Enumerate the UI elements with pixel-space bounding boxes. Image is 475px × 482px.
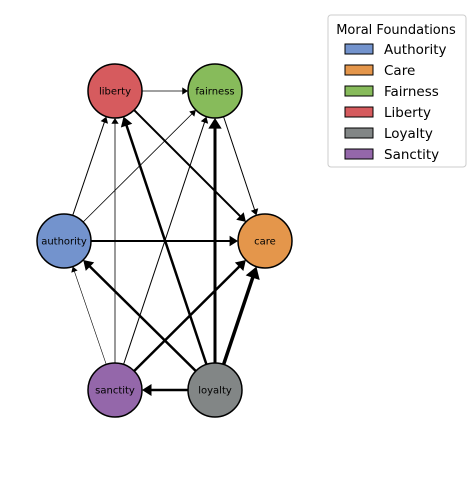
legend-label-sanctity: Sanctity — [384, 147, 439, 163]
node-loyalty: loyalty — [187, 362, 243, 418]
node-loyalty-circle — [187, 362, 243, 418]
node-care-label: care — [254, 237, 276, 248]
legend-label-care: Care — [384, 63, 415, 79]
edge-line — [72, 121, 105, 216]
edge-line — [221, 276, 255, 365]
node-sanctity: sanctity — [87, 362, 143, 418]
edge-arrowhead — [189, 110, 196, 117]
legend-swatch-fairness — [344, 85, 374, 97]
edge-arrowhead — [120, 116, 133, 128]
edge-line — [123, 121, 206, 365]
edge-loyalty-to-care — [221, 266, 260, 365]
edge-arrowhead — [100, 116, 109, 124]
edge-arrowhead — [229, 235, 238, 247]
legend-label-authority: Authority — [384, 42, 446, 58]
edge-arrowhead — [245, 266, 260, 281]
edge-arrowhead — [200, 116, 209, 124]
edge-arrowhead — [142, 384, 152, 396]
edge-line — [82, 113, 193, 223]
edge-loyalty-to-liberty — [120, 116, 208, 365]
legend-swatch-sanctity — [344, 148, 374, 160]
node-liberty: liberty — [87, 63, 143, 119]
edge-line — [125, 124, 208, 365]
edge-sanctity-to-care — [133, 260, 246, 372]
legend-swatch-authority — [344, 43, 374, 55]
edge-authority-to-fairness — [82, 110, 196, 223]
legend-item-loyalty: Loyalty — [344, 126, 433, 142]
node-fairness-circle — [187, 63, 243, 119]
edge-loyalty-to-sanctity — [142, 384, 188, 396]
edge-arrowhead — [83, 259, 95, 271]
edge-line — [133, 265, 241, 372]
node-care: care — [237, 213, 293, 269]
legend: Moral Foundations AuthorityCareFairnessL… — [327, 14, 467, 168]
node-sanctity-label: sanctity — [95, 386, 135, 397]
node-loyalty-label: loyalty — [198, 386, 232, 397]
legend-item-liberty: Liberty — [344, 105, 431, 121]
node-care-circle — [237, 213, 293, 269]
node-liberty-label: liberty — [99, 87, 131, 98]
node-fairness: fairness — [187, 63, 243, 119]
edge-line — [223, 116, 256, 211]
edge-liberty-to-fairness — [142, 87, 188, 95]
legend-item-authority: Authority — [344, 42, 446, 58]
legend-title: Moral Foundations — [336, 23, 456, 38]
edge-sanctity-to-authority — [71, 266, 107, 365]
edge-sanctity-to-fairness — [123, 116, 209, 365]
node-sanctity-circle — [87, 362, 143, 418]
edge-line — [74, 271, 107, 365]
node-authority-label: authority — [41, 237, 87, 248]
edge-arrowhead — [182, 87, 188, 95]
legend-items: AuthorityCareFairnessLibertyLoyaltySanct… — [344, 42, 446, 163]
edge-line — [88, 265, 197, 372]
legend-item-fairness: Fairness — [344, 84, 439, 100]
edge-authority-to-care — [91, 235, 238, 247]
edge-arrowhead — [236, 212, 246, 222]
node-authority-circle — [36, 213, 92, 269]
legend-item-sanctity: Sanctity — [344, 147, 439, 163]
node-liberty-circle — [87, 63, 143, 119]
edge-sanctity-to-liberty — [111, 118, 119, 363]
edge-authority-to-liberty — [72, 116, 109, 216]
edge-arrowhead — [250, 208, 259, 216]
legend-label-fairness: Fairness — [384, 84, 439, 100]
edge-arrowhead — [71, 266, 78, 273]
nodes-layer: liberty fairness authority care sanctity loya… — [36, 63, 293, 418]
legend-swatch-loyalty — [344, 127, 374, 139]
legend-label-liberty: Liberty — [384, 105, 431, 121]
edge-liberty-to-care — [133, 109, 246, 222]
edge-arrowhead — [111, 118, 119, 124]
edges-layer — [71, 87, 260, 396]
node-authority: authority — [36, 213, 92, 269]
node-fairness-label: fairness — [195, 87, 234, 98]
legend-swatch-care — [344, 64, 374, 76]
legend-label-loyalty: Loyalty — [384, 126, 433, 142]
legend-swatch-liberty — [344, 106, 374, 118]
edge-fairness-to-care — [223, 116, 259, 216]
edge-line — [133, 109, 242, 218]
edge-arrowhead — [208, 118, 222, 129]
edge-arrowhead — [234, 260, 246, 271]
edge-loyalty-to-authority — [83, 259, 197, 372]
legend-item-care: Care — [344, 63, 415, 79]
edge-loyalty-to-fairness — [208, 118, 222, 363]
